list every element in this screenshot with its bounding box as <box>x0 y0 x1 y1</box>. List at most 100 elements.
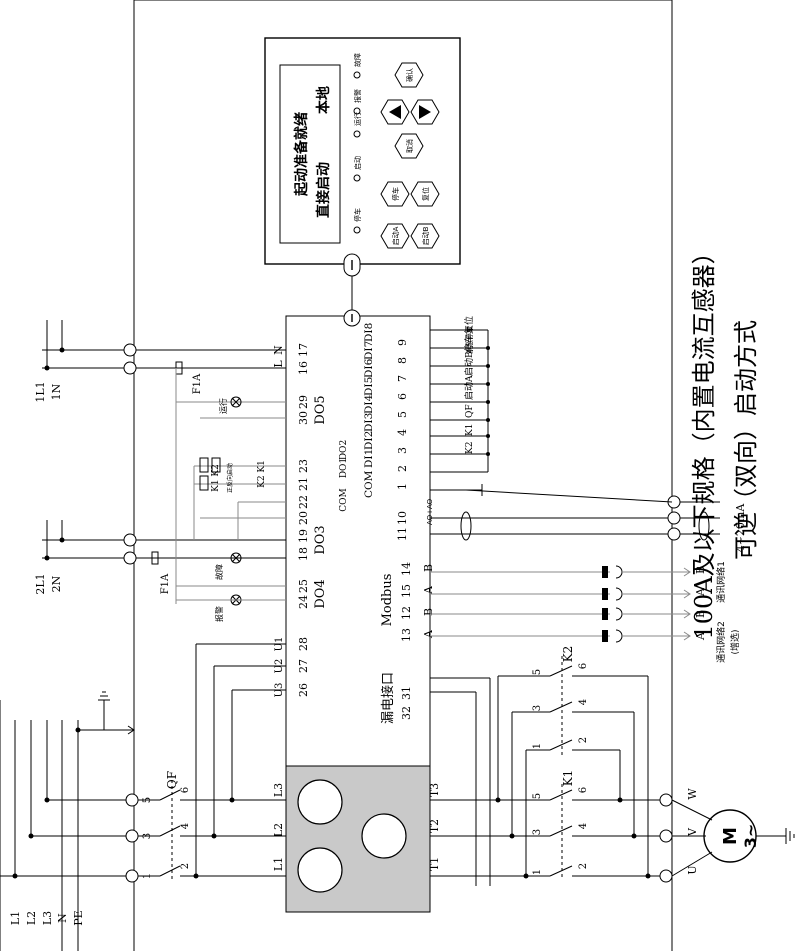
confirm-button-label: 确认 <box>405 68 414 82</box>
k2-pin-4: 4 <box>578 699 589 705</box>
ct-hole-l3 <box>297 779 343 825</box>
do5-label: DO5 <box>313 395 328 424</box>
start-b-button[interactable]: 启动B <box>410 223 440 249</box>
k1-pin-6: 6 <box>578 787 589 793</box>
motor-terminal-V: V <box>686 827 699 837</box>
leak-wiring <box>430 677 491 886</box>
confirm-button[interactable]: 确认 <box>394 62 424 88</box>
qf-pin-4: 4 <box>180 823 191 829</box>
aux1-N: 1N <box>50 383 63 400</box>
phase-in-L3: L3 <box>272 783 285 797</box>
qf-label: QF <box>165 771 179 789</box>
k2-pin-6: 6 <box>578 663 589 669</box>
ao-labels: AO+AO- <box>426 496 434 525</box>
pin-27: 27 <box>297 659 310 673</box>
down-arrow-button[interactable] <box>410 99 440 125</box>
relay-note: 正反向启动 <box>226 463 234 493</box>
pin-30: 30 <box>297 411 310 425</box>
title-line2: 可逆（双向）启动方式 <box>732 320 760 560</box>
net2-note: (增选) <box>729 629 741 654</box>
lcd-display <box>279 64 341 244</box>
reset-button[interactable]: 复位 <box>410 181 440 207</box>
motor-terminal-U: U <box>686 865 699 874</box>
pin-26: 26 <box>297 683 310 697</box>
output-wiring: 运行 故障 报警 K1 K2 正反向启动 K2 K1 <box>175 368 286 622</box>
net1-label: 通讯网络1 <box>715 561 727 603</box>
ao-wiring: 4~20mA <box>430 489 747 553</box>
led-alarm-label: 报警 <box>353 89 362 103</box>
power-output-wiring <box>430 675 550 879</box>
ao-range: 4~20mA <box>734 503 747 553</box>
contactor-k2: 1 3 5 2 4 6 K2 <box>532 646 651 879</box>
qf-pin-3: 3 <box>142 833 153 839</box>
pin-23: 23 <box>297 459 310 473</box>
lamp-alarm-label: 报警 <box>214 606 224 622</box>
modbus-wiring: ABAB 通讯网络1 通讯网络2 (增选) <box>430 561 741 663</box>
reset-button-label: 复位 <box>421 187 430 201</box>
line-L1: L1 <box>9 911 22 925</box>
modbus-ab: A B A B <box>422 564 435 639</box>
modbus-pins: 13 12 15 14 <box>400 562 413 642</box>
qf-pin-2: 2 <box>180 863 191 869</box>
modbus-label: Modbus <box>380 574 395 627</box>
pin-24: 24 <box>297 595 310 609</box>
phase-out-T2: T2 <box>428 819 441 833</box>
k1-label: K1 <box>561 770 575 787</box>
do3-label: DO3 <box>313 525 328 554</box>
fuse2-label: F1A <box>160 573 171 594</box>
k2-label: K2 <box>561 646 575 663</box>
lamp-fault-label: 故障 <box>214 564 224 580</box>
lcd-line2: 直接启动 <box>315 162 332 218</box>
k2-pin-3: 3 <box>532 705 543 711</box>
di-wiring: K2K1QF启动A启动B停车复位 紧急停车 <box>430 316 490 496</box>
pin-17: 17 <box>297 343 310 357</box>
contactor-k1: 1 3 5 2 4 6 K1 <box>530 770 660 880</box>
k2-pin-5: 5 <box>532 669 543 675</box>
title-block: 100A及以下规格（内置电流互感器） 可逆（双向）启动方式 <box>690 240 760 639</box>
cancel-button[interactable]: 取消 <box>394 133 424 159</box>
led-start: 启动 <box>353 156 362 182</box>
supply-bus <box>0 691 135 951</box>
k1-pin-4: 4 <box>578 823 589 829</box>
do2-label: DO2 <box>339 440 349 460</box>
fuse1-label: F1A <box>192 373 203 394</box>
start-a-button[interactable]: 启动A <box>380 223 410 249</box>
di-input-labels: K2K1QF启动A启动B停车复位 <box>463 316 475 454</box>
lcd-mode: 本地 <box>315 86 332 114</box>
k1-pin-2: 2 <box>578 863 589 869</box>
net-ab: ABAB <box>694 566 707 641</box>
pin-25: 25 <box>297 579 310 593</box>
do4-label: DO4 <box>313 579 328 608</box>
aux2-N: 2N <box>50 575 63 592</box>
title-line1: 100A及以下规格（内置电流互感器） <box>690 240 718 639</box>
k1-pin-5: 5 <box>532 793 543 799</box>
k2-pin-2: 2 <box>578 737 589 743</box>
led-run: 运行 <box>353 112 362 138</box>
down-arrow-icon <box>419 105 431 119</box>
pin-22: 22 <box>297 495 310 509</box>
led-stop: 停车 <box>353 208 362 234</box>
stop-button-label: 停车 <box>391 187 400 201</box>
stop-button[interactable]: 停车 <box>380 181 410 207</box>
aux-supply-2: 2L1 2N F1A <box>34 520 286 595</box>
net2-label: 通讯网络2 <box>715 621 727 663</box>
di-header: COM DI1 DI2 DI3 DI4 DI5 DI6 DI7 DI8 <box>363 323 375 498</box>
line-L3: L3 <box>41 911 54 925</box>
do1-label: DO1 <box>339 458 349 478</box>
ct-hole-l1 <box>297 847 343 893</box>
lamp-run-label: 运行 <box>218 398 228 414</box>
pin-18: 18 <box>297 547 310 561</box>
relay-k1k2: K1 K2 <box>211 464 221 492</box>
ct-hole-l2 <box>361 813 407 859</box>
label-L: L <box>272 360 285 368</box>
line-N: N <box>56 913 69 923</box>
start-a-button-label: 启动A <box>391 226 400 245</box>
pin-10: 10 <box>396 511 409 525</box>
phase-out-T1: T1 <box>428 857 441 871</box>
motor-phase: 3~ <box>741 824 760 849</box>
up-arrow-button[interactable] <box>380 99 410 125</box>
phase-in-L2: L2 <box>272 823 285 837</box>
panel-frame <box>264 37 461 265</box>
start-b-button-label: 启动B <box>421 226 430 245</box>
